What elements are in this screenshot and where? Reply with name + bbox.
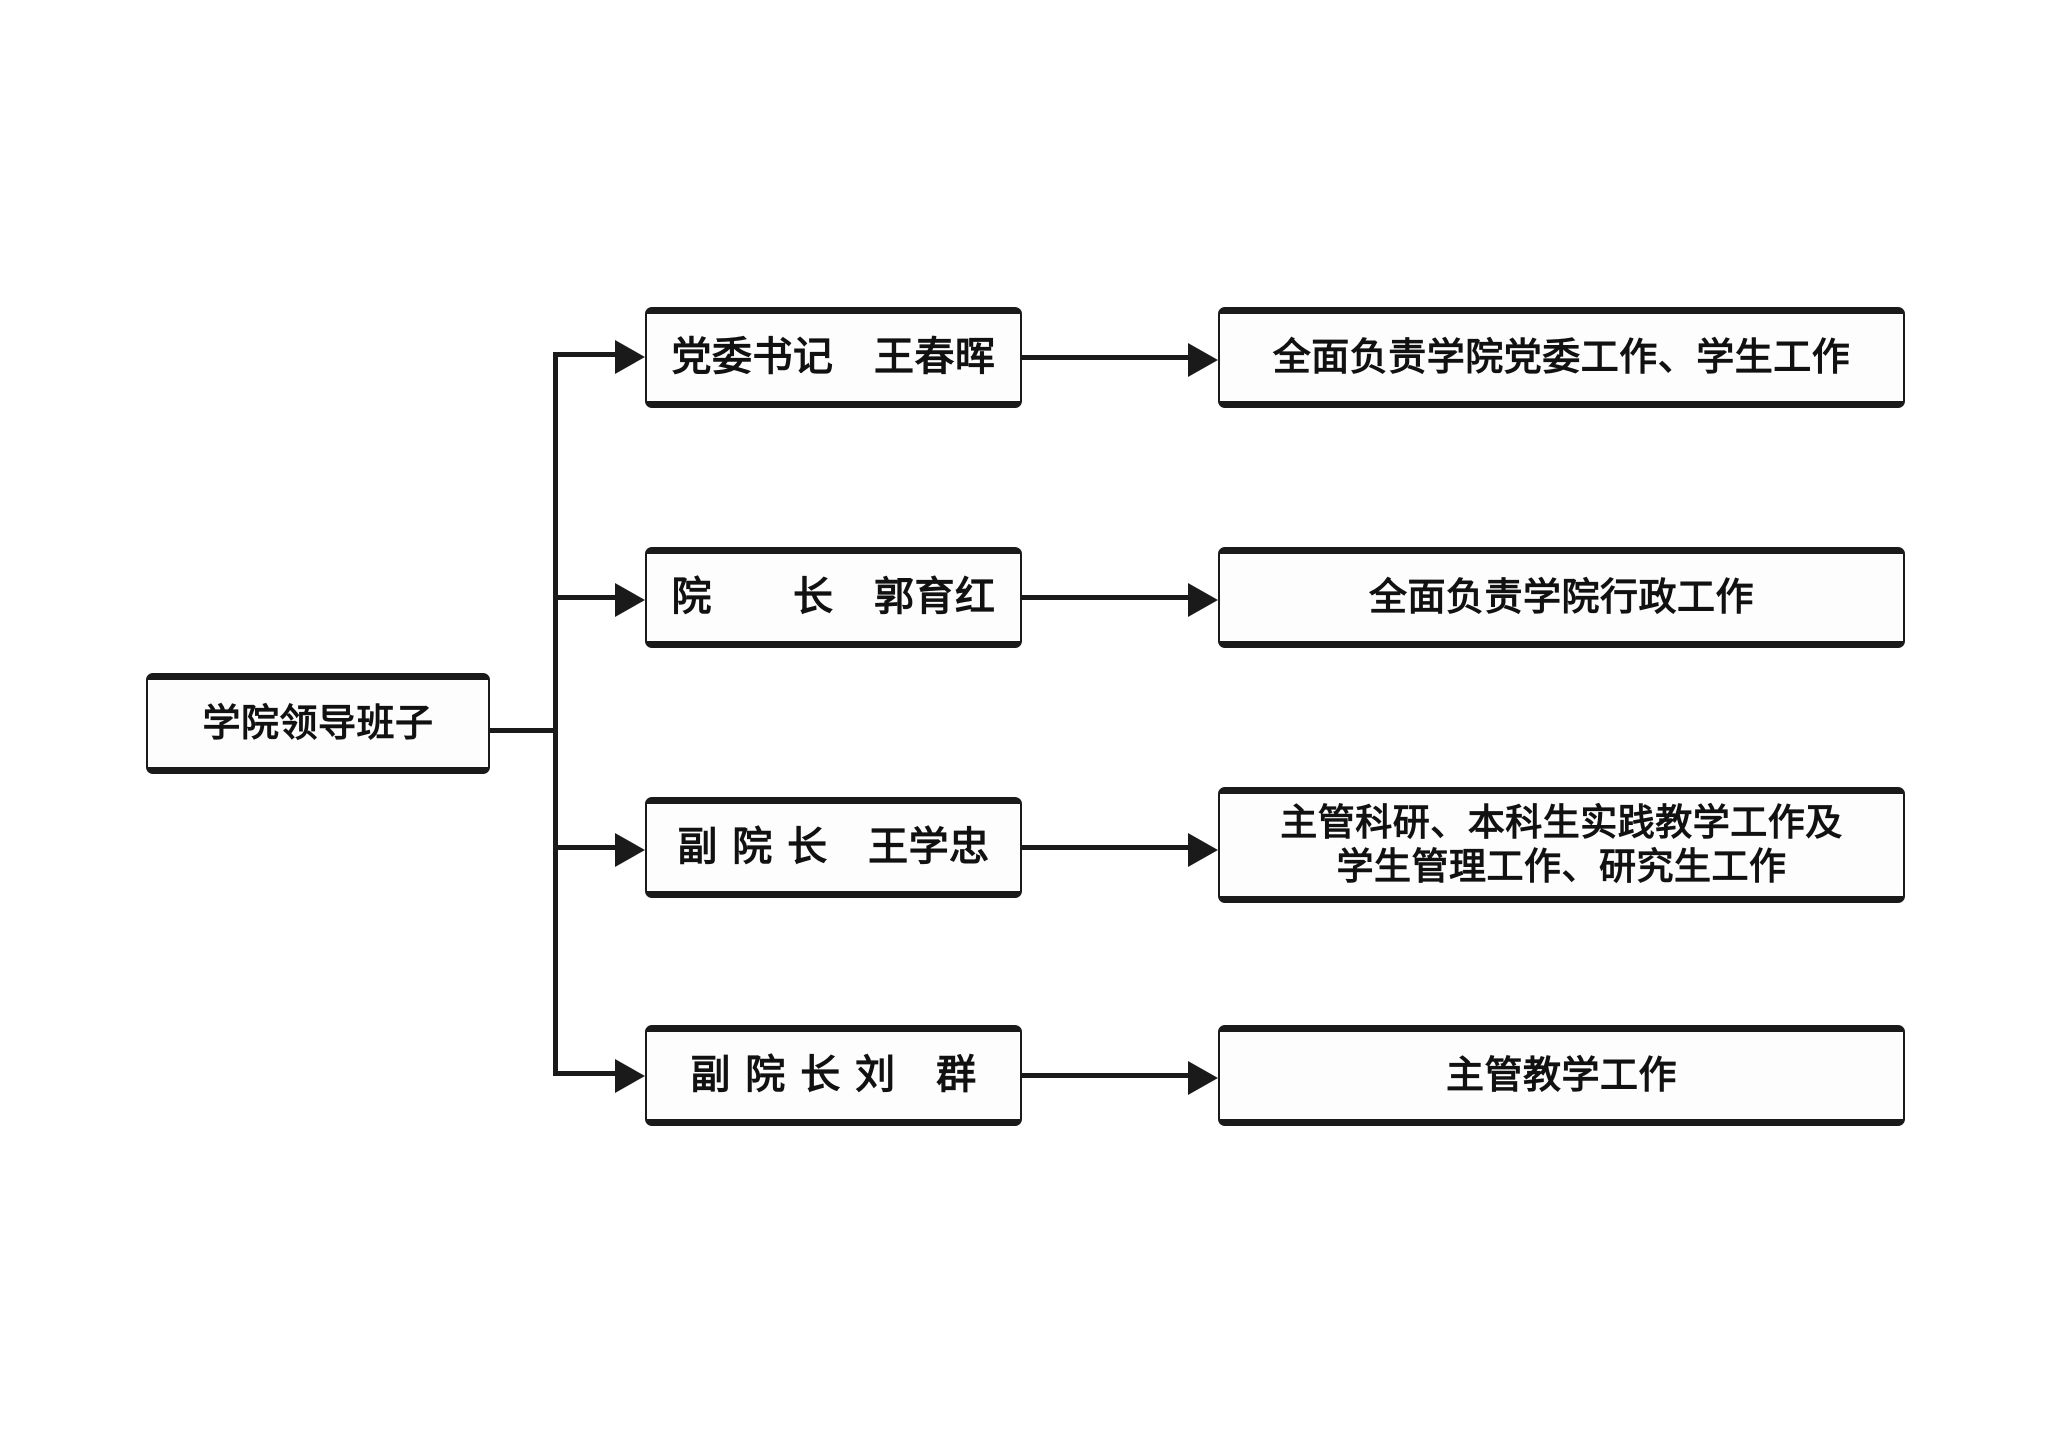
connector-branch-2 [553, 595, 623, 600]
duty-node-party-secretary[interactable]: 全面负责学院党委工作、学生工作 [1218, 307, 1905, 408]
root-node-label: 学院领导班子 [202, 701, 434, 746]
connector-role-to-duty-2 [1022, 595, 1198, 600]
duty-line-1: 主管科研、本科生实践教学工作及 [1280, 801, 1843, 845]
arrowhead-branch-2 [615, 583, 645, 617]
duty-node-vice-dean-liu[interactable]: 主管教学工作 [1218, 1025, 1905, 1126]
root-node-leadership-team[interactable]: 学院领导班子 [146, 673, 490, 774]
duty-node-vice-dean-wang[interactable]: 主管科研、本科生实践教学工作及 学生管理工作、研究生工作 [1218, 787, 1905, 903]
arrowhead-branch-1 [615, 340, 645, 374]
arrowhead-duty-1 [1188, 343, 1218, 377]
connector-role-to-duty-1 [1022, 355, 1198, 360]
duty-label-vice-dean-wang: 主管科研、本科生实践教学工作及 学生管理工作、研究生工作 [1220, 801, 1903, 888]
duty-label-vice-dean-liu: 主管教学工作 [1445, 1053, 1677, 1098]
role-node-vice-dean-wang[interactable]: 副 院 长 王学忠 [645, 797, 1022, 898]
arrowhead-branch-3 [615, 833, 645, 867]
connector-role-to-duty-4 [1022, 1073, 1198, 1078]
role-label-party-secretary: 党委书记 王春晖 [671, 333, 996, 380]
duty-node-dean[interactable]: 全面负责学院行政工作 [1218, 547, 1905, 648]
arrowhead-branch-4 [615, 1059, 645, 1093]
role-label-dean: 院 长 郭育红 [671, 573, 996, 620]
duty-label-dean: 全面负责学院行政工作 [1368, 575, 1754, 620]
role-node-party-secretary[interactable]: 党委书记 王春晖 [645, 307, 1022, 408]
connector-root-to-trunk [490, 728, 558, 733]
connector-branch-4 [553, 1071, 623, 1076]
role-node-dean[interactable]: 院 长 郭育红 [645, 547, 1022, 648]
arrowhead-duty-4 [1188, 1061, 1218, 1095]
role-label-vice-dean-liu: 副 院 长 刘 群 [690, 1051, 977, 1098]
duty-line-2: 学生管理工作、研究生工作 [1336, 845, 1787, 888]
connector-role-to-duty-3 [1022, 845, 1198, 850]
arrowhead-duty-3 [1188, 833, 1218, 867]
connector-branch-1 [553, 352, 623, 357]
connector-branch-3 [553, 845, 623, 850]
role-label-vice-dean-wang: 副 院 长 王学忠 [677, 823, 990, 870]
arrowhead-duty-2 [1188, 583, 1218, 617]
duty-label-party-secretary: 全面负责学院党委工作、学生工作 [1272, 335, 1851, 380]
role-node-vice-dean-liu[interactable]: 副 院 长 刘 群 [645, 1025, 1022, 1126]
connector-trunk-spine [553, 352, 558, 1076]
